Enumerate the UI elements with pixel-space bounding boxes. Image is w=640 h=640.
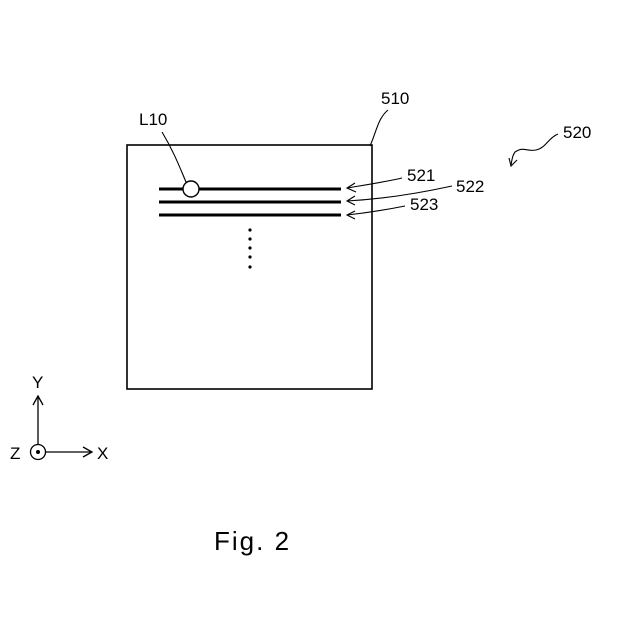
axis-z bbox=[31, 445, 46, 460]
label-510: 510 bbox=[381, 89, 409, 108]
label-521: 521 bbox=[407, 166, 435, 185]
label-523: 523 bbox=[410, 195, 438, 214]
arrow-523 bbox=[347, 206, 405, 219]
axis-x-label: X bbox=[97, 444, 108, 463]
leader-510 bbox=[370, 110, 388, 146]
label-522: 522 bbox=[456, 177, 484, 196]
arrow-521 bbox=[347, 178, 402, 192]
marker-circle bbox=[183, 181, 199, 197]
axis-x bbox=[46, 447, 92, 457]
axis-y-label: Y bbox=[32, 373, 43, 392]
figure-caption: Fig. 2 bbox=[214, 526, 291, 556]
arrow-520 bbox=[509, 134, 558, 166]
axis-y bbox=[33, 396, 43, 444]
continuation-dots bbox=[248, 228, 251, 268]
label-l10: L10 bbox=[139, 110, 167, 129]
axis-z-label: Z bbox=[10, 444, 20, 463]
leader-l10 bbox=[162, 132, 186, 182]
label-520: 520 bbox=[563, 123, 591, 142]
